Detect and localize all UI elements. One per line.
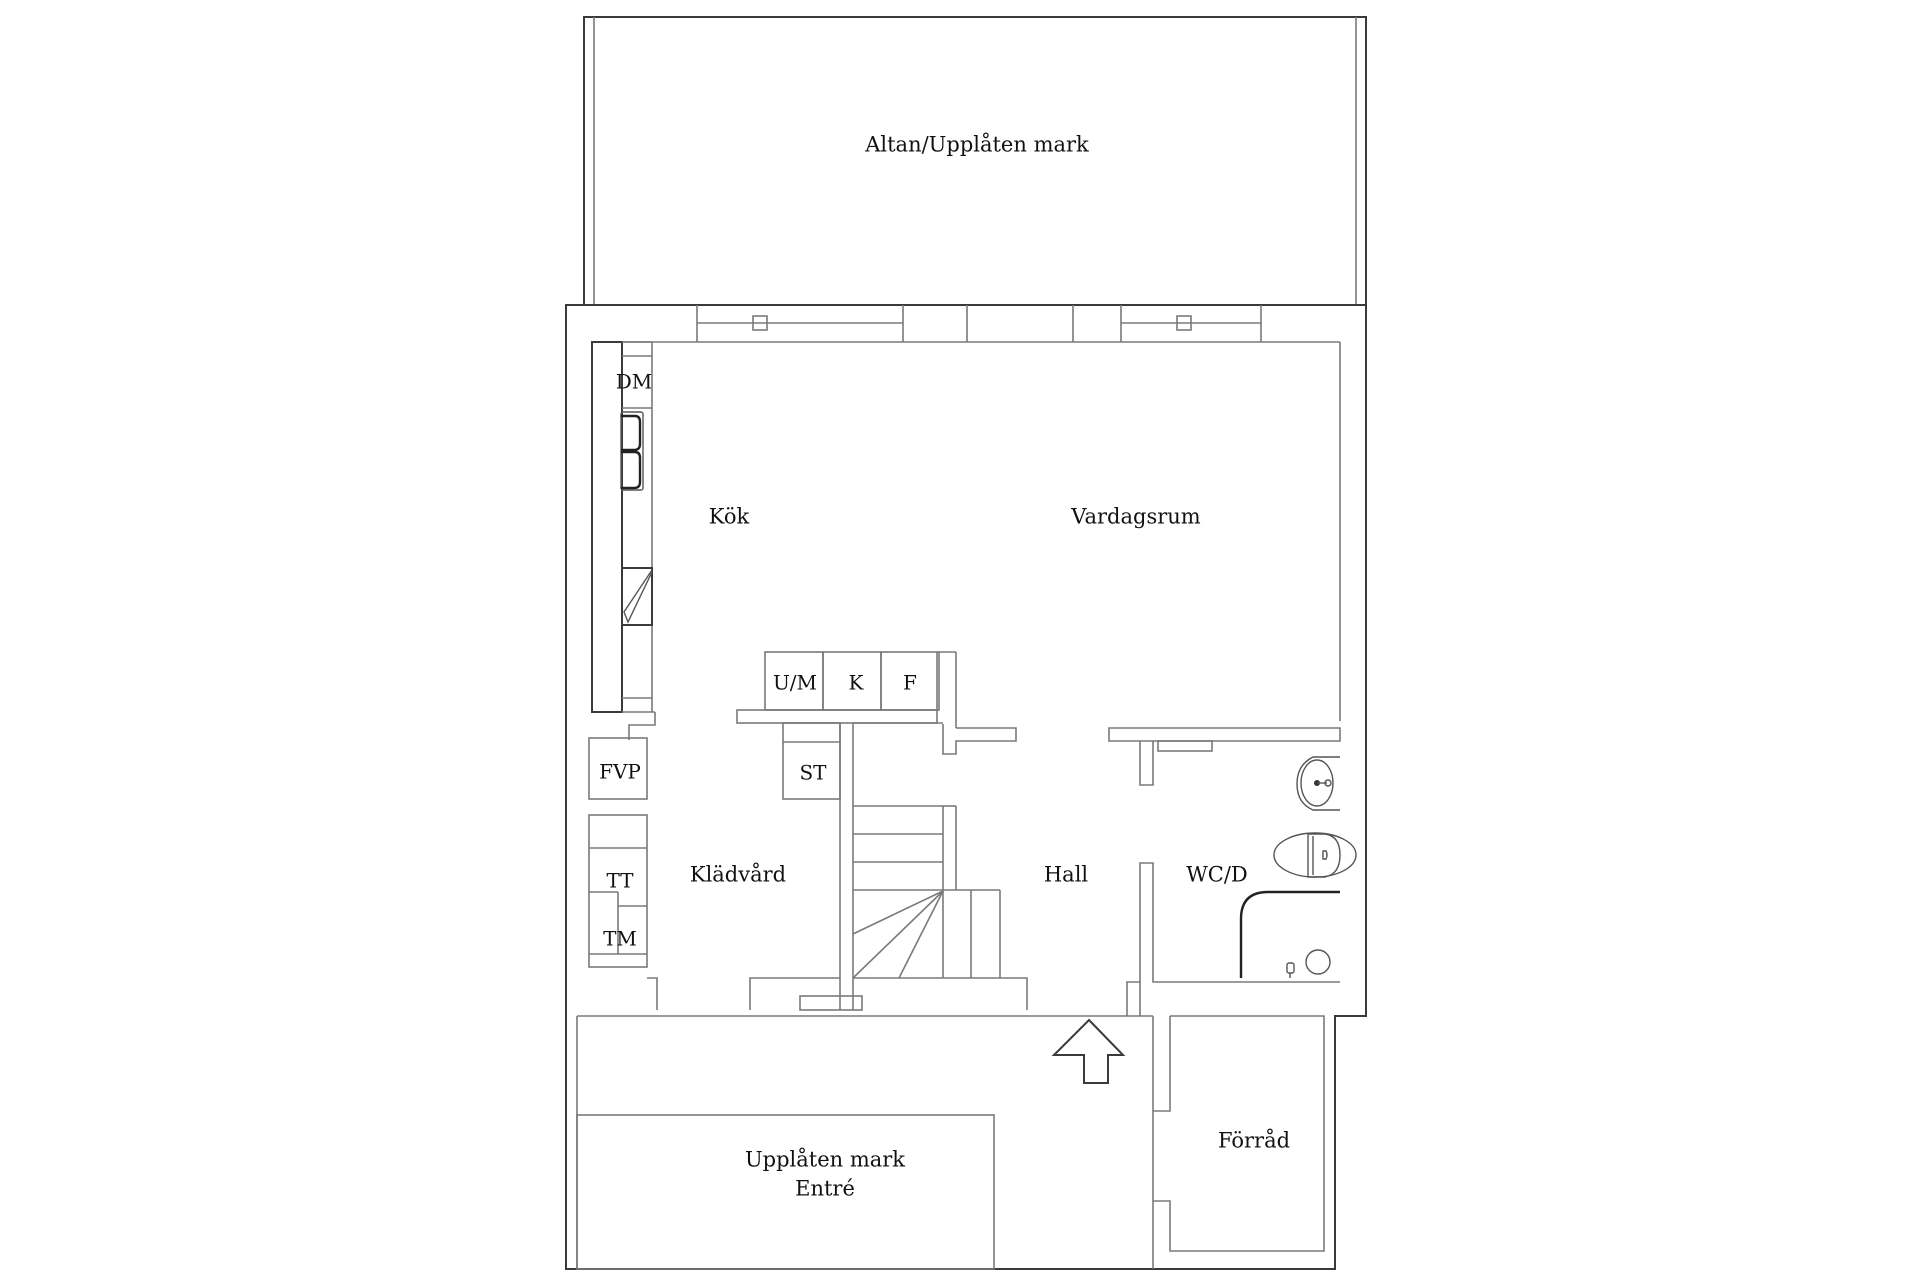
shower-icon [1239,890,1340,978]
double-sink-icon [620,411,644,491]
staircase-icon [852,805,1028,1010]
entrance-area [576,1015,1154,1270]
washbasin-icon [1296,756,1340,811]
room-label-wcd: WC/D [1186,863,1248,887]
wc-walls [1108,727,1341,1016]
window-left [696,305,968,342]
toilet-icon [1273,832,1357,878]
appliance-label-f: F [903,671,917,695]
appliance-label-tt: TT [606,869,634,893]
appliance-label-st: ST [799,761,827,785]
stove-icon [621,567,653,626]
room-label-kok: Kök [709,505,750,529]
room-label-kladvard: Klädvård [690,863,786,887]
inner-walls-center [782,722,943,1010]
appliance-label-fvp: FVP [599,760,641,784]
room-label-entre-1: Upplåten mark [745,1148,905,1172]
appliance-row [736,651,1017,755]
top-wall [594,305,1341,721]
room-label-forrad: Förråd [1218,1129,1290,1153]
outer-walls [565,304,1367,1270]
window-right [1072,305,1262,342]
appliance-label-dm: DM [616,370,653,394]
laundry-column [588,737,863,1011]
room-label-altan: Altan/Upplåten mark [864,133,1089,157]
room-label-entre-2: Entré [795,1177,855,1201]
room-label-hall: Hall [1044,863,1089,887]
room-label-vardagsrum: Vardagsrum [1070,505,1201,529]
appliance-label-tm: TM [603,927,637,951]
kitchen-counter [591,341,656,740]
terrace-area [583,16,1367,306]
storage-area [1153,1015,1325,1252]
appliance-label-um: U/M [773,671,817,695]
arrow-up-icon [1051,1018,1126,1084]
appliance-label-k: K [849,671,865,695]
